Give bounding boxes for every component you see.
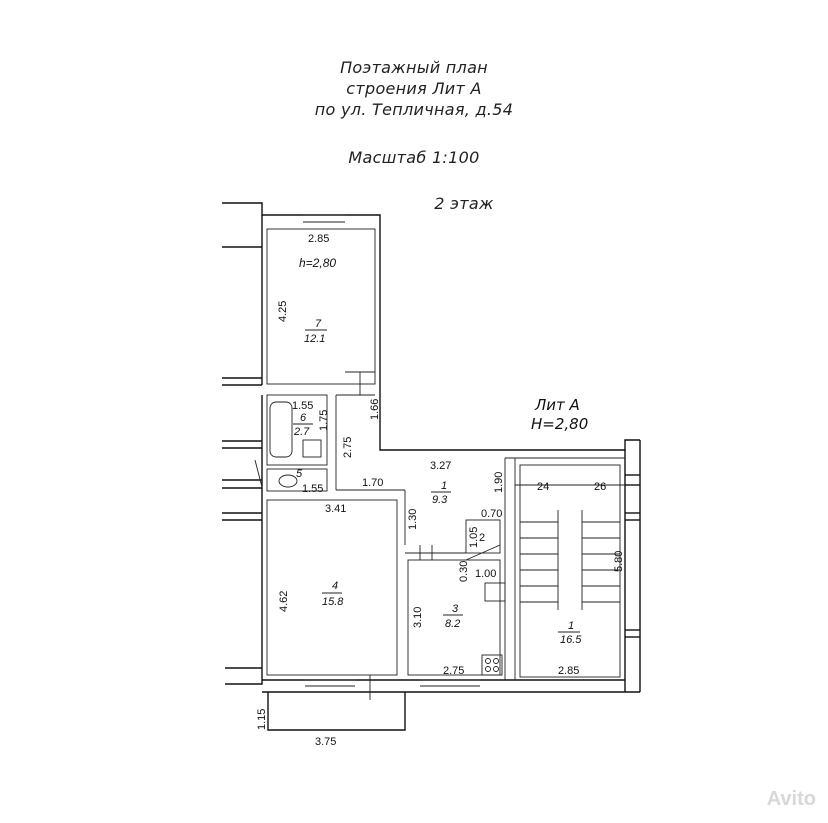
- dim-3-41: 3.41: [325, 503, 346, 515]
- dim-1-30: 1.30: [407, 509, 419, 530]
- plan-title-line3: по ул. Тепличная, д.54: [314, 100, 514, 119]
- dim-4-25: 4.25: [277, 301, 289, 322]
- dim-1-55-a: 1.55: [292, 400, 313, 412]
- stairwell-walls: [515, 464, 625, 678]
- dim-1-05: 1.05: [468, 527, 480, 548]
- room-4-area: 15.8: [322, 596, 344, 608]
- room-3-area: 8.2: [445, 618, 460, 630]
- dim-1-15: 1.15: [256, 709, 268, 730]
- dim-0-30: 0.30: [458, 561, 470, 582]
- avito-watermark: Avito: [766, 788, 816, 810]
- room-4-number: 4: [332, 580, 338, 592]
- bath-walls: [254, 394, 375, 492]
- dim-1-66: 1.66: [369, 399, 381, 420]
- plan-scale: Масштаб 1:100: [348, 148, 480, 167]
- floor-label: 2 этаж: [434, 194, 494, 213]
- room-1-area: 9.3: [432, 494, 448, 506]
- dim-24: 24: [537, 481, 549, 493]
- lit-name: Лит А: [535, 396, 580, 414]
- dim-2-75-horizontal: 2.75: [443, 665, 464, 677]
- dim-1-90: 1.90: [493, 472, 505, 493]
- kitchen-walls: [407, 559, 506, 687]
- closet-walls: [465, 519, 501, 561]
- dim-1-00: 1.00: [475, 568, 496, 580]
- room-7-height: h=2,80: [299, 256, 336, 270]
- dim-26: 26: [594, 481, 606, 493]
- corridor-walls: [336, 457, 625, 680]
- room-7-walls: [266, 214, 376, 395]
- dim-2-75-vertical: 2.75: [342, 437, 354, 458]
- stair-room-area: 16.5: [560, 634, 582, 646]
- room-4-walls: [266, 499, 398, 700]
- stair-room-number: 1: [568, 620, 574, 632]
- plan-title-line1: Поэтажный план: [340, 58, 488, 77]
- room-2-number: 2: [479, 532, 485, 544]
- room-7-number: 7: [315, 318, 322, 330]
- dim-2-85-bottom: 2.85: [558, 665, 579, 677]
- room-6-number: 6: [300, 412, 307, 424]
- toilet-symbol: [302, 439, 322, 458]
- dim-1-75: 1.75: [318, 410, 330, 431]
- dim-2-85-top: 2.85: [308, 233, 329, 245]
- dim-0-70: 0.70: [481, 508, 502, 520]
- room-3-number: 3: [452, 603, 459, 615]
- room-1-number: 1: [441, 480, 447, 492]
- dim-3-75: 3.75: [315, 736, 336, 748]
- room-7-area: 12.1: [304, 333, 325, 345]
- dim-3-10: 3.10: [412, 607, 424, 628]
- room-6-area: 2.7: [293, 426, 310, 438]
- dim-5-80: 5.80: [613, 551, 625, 572]
- plan-title-line2: строения Лит А: [346, 79, 482, 98]
- lit-height: H=2,80: [531, 415, 589, 433]
- dim-3-27: 3.27: [430, 460, 451, 472]
- room-5-number: 5: [296, 468, 303, 480]
- dim-1-70: 1.70: [362, 477, 383, 489]
- dim-1-55-b: 1.55: [302, 483, 323, 495]
- dim-4-62: 4.62: [278, 591, 290, 612]
